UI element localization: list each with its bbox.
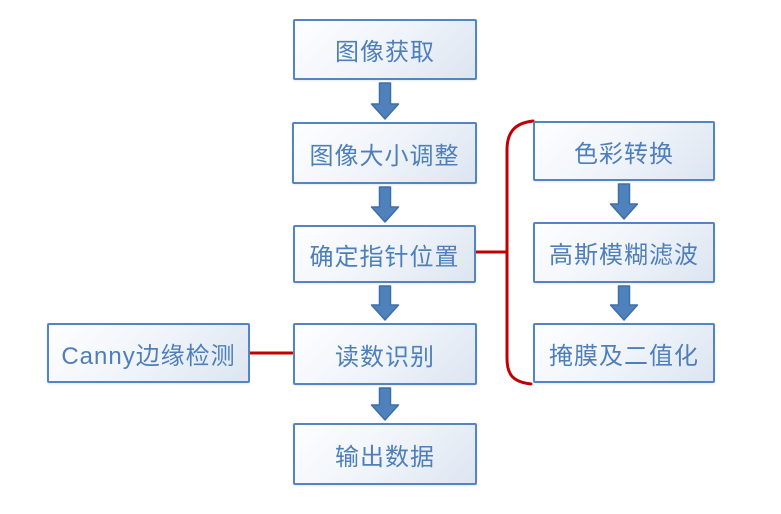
node-mask-binarization: 掩膜及二值化 (533, 323, 715, 383)
flow-arrow-down-4 (370, 387, 400, 421)
node-color-conversion: 色彩转换 (533, 121, 715, 181)
flow-arrow-down-2 (370, 186, 400, 223)
node-image-acquisition: 图像获取 (293, 19, 477, 80)
flow-arrow-down-6 (609, 285, 639, 321)
node-output-data: 输出数据 (293, 423, 477, 485)
node-reading-recognition: 读数识别 (293, 323, 477, 385)
node-label: 图像获取 (335, 39, 435, 66)
node-label: Canny边缘检测 (61, 342, 236, 370)
node-image-resize: 图像大小调整 (292, 122, 477, 184)
node-label: 掩膜及二值化 (549, 342, 699, 370)
node-pointer-position: 确定指针位置 (293, 225, 476, 283)
node-label: 色彩转换 (574, 140, 674, 168)
node-gaussian-blur: 高斯模糊滤波 (533, 222, 715, 283)
node-label: 图像大小调整 (309, 142, 460, 170)
node-canny-edge-detection: Canny边缘检测 (47, 323, 250, 383)
flow-arrow-down-1 (370, 82, 400, 120)
node-label: 高斯模糊滤波 (549, 242, 699, 269)
node-label: 输出数据 (335, 443, 435, 471)
node-label: 读数识别 (335, 343, 435, 371)
flow-arrow-down-3 (370, 285, 400, 321)
connector-bracket (505, 119, 535, 386)
flow-arrow-down-5 (609, 183, 639, 220)
node-label: 确定指针位置 (309, 243, 460, 271)
